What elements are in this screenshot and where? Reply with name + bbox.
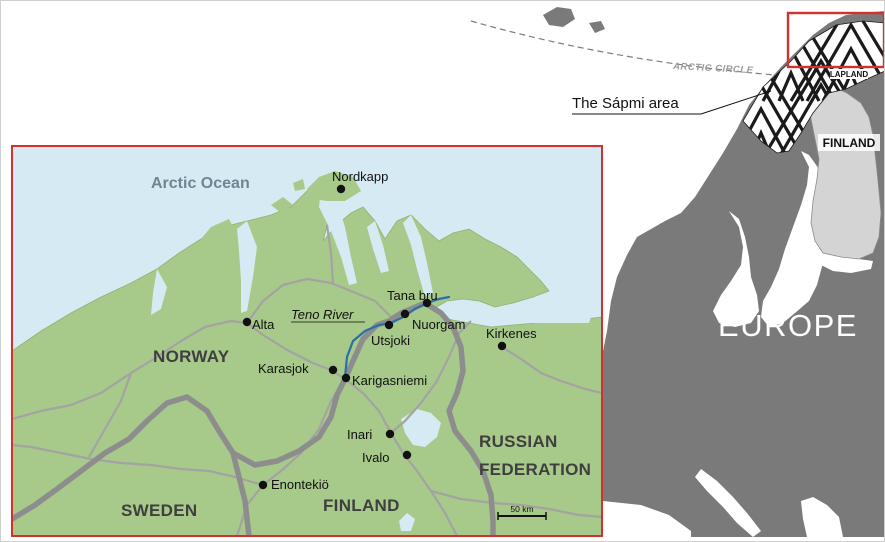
arctic-ocean-label: Arctic Ocean	[151, 175, 250, 192]
marker-nordkapp	[336, 184, 346, 194]
label-nordkapp: Nordkapp	[332, 169, 388, 184]
marker-tana-bru	[422, 298, 432, 308]
marker-kirkenes	[497, 341, 507, 351]
sapmi-callout-leader	[700, 90, 772, 115]
marker-ivalo	[402, 450, 412, 460]
arctic-circle-label: ARCTIC CIRCLE	[672, 61, 754, 76]
marker-enontekio	[258, 480, 268, 490]
varanger-fjord	[447, 301, 591, 325]
europe-label: EUROPE	[718, 308, 858, 343]
north-sea	[603, 233, 637, 351]
scale-bar-label: 50 km	[510, 504, 533, 514]
label-karigasniemi: Karigasniemi	[352, 373, 427, 388]
label-utsjoki: Utsjoki	[371, 333, 410, 348]
porsanger-fjord	[319, 187, 357, 285]
marker-karigasniemi	[341, 373, 351, 383]
lapland-label-bg	[830, 69, 868, 79]
label-karasjok: Karasjok	[258, 361, 309, 376]
baltic-sea	[713, 211, 759, 327]
label-inari: Inari	[347, 427, 372, 442]
label-kirkenes: Kirkenes	[486, 326, 537, 341]
soroya-island	[201, 219, 235, 245]
country-label-russia-1: RUSSIAN	[479, 432, 558, 451]
marker-utsjoki	[384, 320, 394, 330]
label-ivalo: Ivalo	[362, 450, 389, 465]
marker-karasjok	[328, 365, 338, 375]
mediterranean	[603, 501, 691, 537]
gulf-of-bothnia	[761, 151, 829, 327]
country-label-sweden: SWEDEN	[121, 501, 197, 520]
marker-nuorgam	[400, 309, 410, 319]
lake-inari	[401, 409, 441, 447]
aegean-sea	[801, 497, 843, 537]
marker-alta	[242, 317, 252, 327]
label-enontekio: Enontekiö	[271, 477, 329, 492]
marker-inari	[385, 429, 395, 439]
north-islands	[543, 7, 605, 33]
detail-map-frame	[11, 145, 603, 537]
tana-fjord	[403, 215, 433, 297]
laksefjord	[367, 221, 389, 273]
finland-label-bg	[818, 134, 880, 151]
scale-bar: 50 km	[497, 504, 547, 520]
national-borders	[12, 300, 496, 536]
mageroya-island	[307, 171, 361, 201]
country-label-russia-2: FEDERATION	[479, 460, 591, 479]
small-lake	[399, 513, 415, 531]
label-tana-bru: Tana bru	[387, 288, 438, 303]
western-fjord	[151, 269, 167, 315]
country-label-norway: NORWAY	[153, 347, 230, 366]
label-nuorgam: Nuorgam	[412, 317, 465, 332]
sapmi-area-label: The Sápmi area	[572, 95, 679, 112]
detail-area-marker	[786, 11, 884, 69]
place-markers	[242, 184, 507, 490]
finland-overview-label: FINLAND	[823, 136, 876, 150]
teno-river-label: Teno River	[291, 307, 354, 322]
road-network	[12, 224, 602, 536]
arctic-circle-line	[470, 20, 884, 82]
finland-overview-shape	[806, 84, 882, 260]
alta-fjord	[237, 221, 257, 313]
adriatic-sea	[695, 469, 761, 537]
country-label-finland: FINLAND	[323, 496, 400, 515]
gulf-of-finland	[821, 253, 873, 273]
detail-map: 50 km Arctic Ocean Nordkapp Alta Tana b	[11, 145, 603, 537]
label-alta: Alta	[252, 317, 275, 332]
lapland-label: LAPLAND	[830, 70, 868, 79]
